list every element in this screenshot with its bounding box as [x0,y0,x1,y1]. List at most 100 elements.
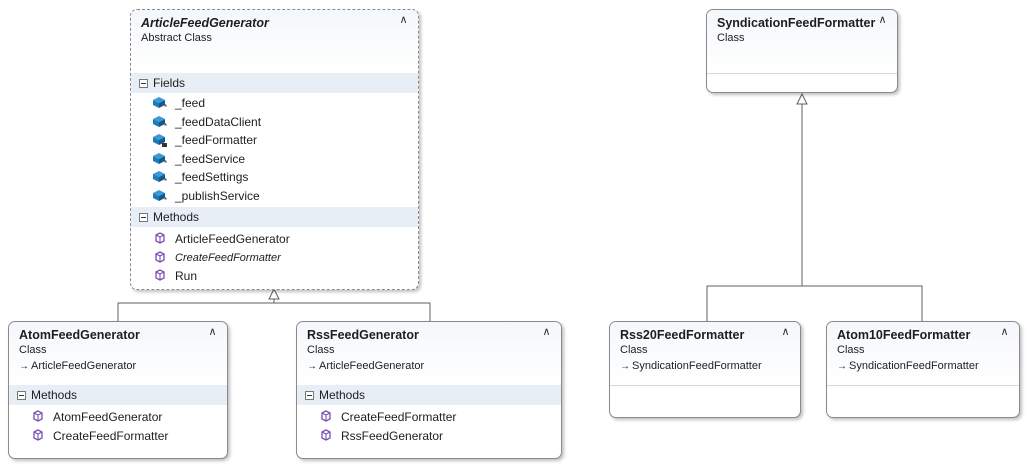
class-title: SyndicationFeedFormatter [717,16,876,30]
class-kind: Class [19,344,47,356]
class-box-atom-feed-generator[interactable]: AtomFeedGenerator Class →ArticleFeedGene… [8,321,228,459]
base-class-name: SyndicationFeedFormatter [849,360,979,372]
method-icon [155,269,165,281]
field-name: _publishService [175,188,260,203]
list-item[interactable]: * _publishService [131,187,418,206]
method-icon [155,232,165,244]
collapse-minus-icon[interactable] [139,212,148,222]
method-name: Run [175,269,198,283]
class-kind: Abstract Class [141,32,212,44]
connector-generators [117,302,431,321]
method-name: CreateFeedFormatter [341,410,457,424]
methods-list: CreateFeedFormatter RssFeedGenerator [297,405,561,445]
method-icon [155,251,165,263]
field-name: _feedFormatter [175,133,258,147]
method-icon [321,410,331,422]
collapse-chevron-icon[interactable]: ∧ [399,14,408,26]
section-label: Methods [153,210,200,224]
class-title: ArticleFeedGenerator [141,16,269,30]
list-item[interactable]: * _feed [131,94,418,113]
class-header: Rss20FeedFormatter Class →SyndicationFee… [610,322,800,386]
class-title: Rss20FeedFormatter [620,328,745,342]
collapse-minus-icon[interactable] [305,390,314,400]
class-box-syndication-feed-formatter[interactable]: SyndicationFeedFormatter Class ∧ [706,9,898,93]
inherits-arrow-icon: → [620,361,630,372]
collapse-chevron-icon[interactable]: ∧ [208,326,217,338]
inherits-arrow-icon: → [19,361,29,372]
method-name: ArticleFeedGenerator [175,232,290,246]
method-name: RssFeedGenerator [341,428,444,443]
class-header: ArticleFeedGenerator Abstract Class ∧ [131,10,418,73]
inherits-arrow-icon: → [307,361,317,372]
method-name: CreateFeedFormatter [53,428,169,443]
section-label: Methods [319,388,366,402]
section-label: Fields [153,76,186,90]
method-icon [33,410,43,422]
connector-formatters [706,285,923,321]
list-item[interactable]: CreateFeedFormatter [9,427,227,446]
svg-text:*: * [164,177,167,185]
list-item[interactable]: _feedFormatter [131,131,418,150]
collapse-minus-icon[interactable] [17,390,26,400]
list-item[interactable]: CreateFeedFormatter [131,249,418,268]
field-icon: * [153,115,167,130]
field-icon: * [153,189,167,204]
svg-text:*: * [164,103,167,111]
class-title: AtomFeedGenerator [19,328,140,342]
class-title: Atom10FeedFormatter [837,328,971,342]
base-class-name: ArticleFeedGenerator [319,360,425,372]
list-item[interactable]: RssFeedGenerator [297,427,561,446]
base-class: →SyndicationFeedFormatter [837,359,1011,374]
collapse-chevron-icon[interactable]: ∧ [781,326,790,338]
field-icon: * [153,171,167,185]
class-kind: Class [717,32,745,44]
collapse-minus-icon[interactable] [139,78,148,88]
field-name: _feedService [175,151,246,166]
class-kind: Class [837,344,865,356]
class-header: RssFeedGenerator Class →ArticleFeedGener… [297,322,561,385]
section-header-methods[interactable]: Methods [297,385,561,405]
inherits-arrow-icon: → [837,361,847,372]
class-header: SyndicationFeedFormatter Class ∧ [707,10,897,74]
svg-text:*: * [164,196,167,204]
methods-list: ArticleFeedGenerator CreateFeedFormatter… [131,227,418,286]
class-header: Atom10FeedFormatter Class →SyndicationFe… [827,322,1019,386]
section-header-fields[interactable]: Fields [131,73,418,93]
field-name: _feedDataClient [175,114,262,129]
list-item[interactable]: CreateFeedFormatter [297,408,561,427]
method-icon [321,429,331,441]
list-item[interactable]: AtomFeedGenerator [9,408,227,427]
base-class-name: SyndicationFeedFormatter [632,360,762,372]
list-item[interactable]: ArticleFeedGenerator [131,230,418,249]
private-field-icon [153,134,167,148]
class-box-article-feed-generator[interactable]: ArticleFeedGenerator Abstract Class ∧ Fi… [130,9,419,290]
collapse-chevron-icon[interactable]: ∧ [878,14,887,26]
collapse-chevron-icon[interactable]: ∧ [1000,326,1009,338]
field-icon: * [153,97,167,111]
field-icon: * [153,152,167,167]
methods-list: AtomFeedGenerator CreateFeedFormatter [9,405,227,445]
base-class: →ArticleFeedGenerator [307,359,553,374]
section-header-methods[interactable]: Methods [131,207,418,227]
list-item[interactable]: Run [131,267,418,286]
class-kind: Class [620,344,648,356]
inheritance-arrow-icon [796,92,808,105]
class-box-rss-feed-generator[interactable]: RssFeedGenerator Class →ArticleFeedGener… [296,321,562,459]
method-name: CreateFeedFormatter [175,251,281,264]
section-header-methods[interactable]: Methods [9,385,227,405]
list-item[interactable]: * _feedSettings [131,168,418,187]
base-class: →ArticleFeedGenerator [19,359,219,374]
svg-text:*: * [164,122,167,130]
base-class-name: ArticleFeedGenerator [31,360,137,372]
inheritance-arrow-icon [268,287,280,300]
collapse-chevron-icon[interactable]: ∧ [542,326,551,338]
list-item[interactable]: * _feedService [131,150,418,169]
method-icon [33,429,43,441]
list-item[interactable]: * _feedDataClient [131,113,418,132]
fields-list: * _feed * _feedDataClient _feedFormatter… [131,93,418,205]
class-box-atom10-feed-formatter[interactable]: Atom10FeedFormatter Class →SyndicationFe… [826,321,1020,418]
section-label: Methods [31,388,78,402]
class-box-rss20-feed-formatter[interactable]: Rss20FeedFormatter Class →SyndicationFee… [609,321,801,418]
class-kind: Class [307,344,335,356]
